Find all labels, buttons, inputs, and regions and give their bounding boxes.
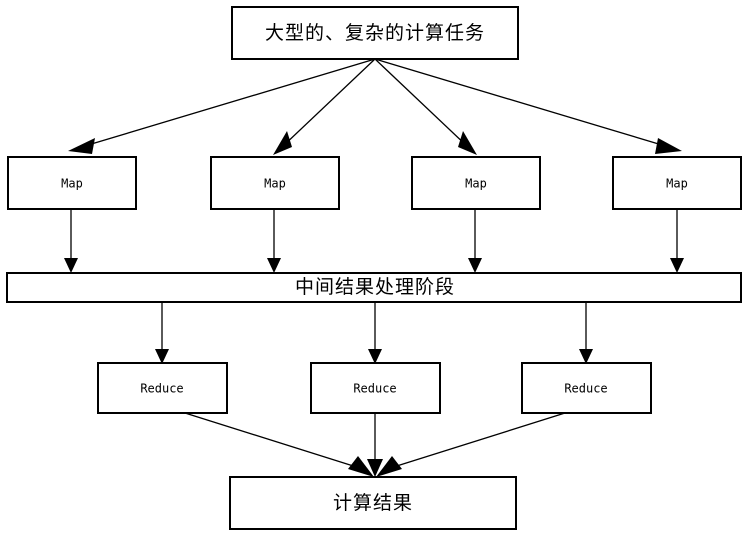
- map-node-3[interactable]: Map: [411, 156, 541, 210]
- input-task-node[interactable]: 大型的、复杂的计算任务: [231, 6, 519, 60]
- edge-task-to-map-1: [68, 58, 376, 154]
- arrow-head-icon: [64, 258, 78, 273]
- shuffle-stage-node[interactable]: 中间结果处理阶段: [6, 272, 742, 303]
- edges-reduces-to-result: [184, 412, 566, 477]
- reduce-node-3[interactable]: Reduce: [521, 362, 652, 414]
- edge-shuffle-to-reduce-3: [579, 302, 593, 364]
- edge-shuffle-to-reduce-1: [155, 302, 169, 364]
- map-box-1[interactable]: [7, 156, 137, 210]
- edge-map-3-to-shuffle: [468, 210, 482, 273]
- arrow-head-icon: [670, 258, 684, 273]
- arrow-head-icon: [68, 138, 95, 154]
- map-node-4[interactable]: Map: [612, 156, 742, 210]
- arrow-head-icon: [468, 258, 482, 273]
- map-box-4[interactable]: [612, 156, 742, 210]
- map-node-1[interactable]: Map: [7, 156, 137, 210]
- output-result-node[interactable]: 计算结果: [229, 476, 517, 530]
- edge-reduce-1-to-result: [184, 412, 374, 477]
- arrow-head-icon: [367, 459, 383, 477]
- edges-shuffle-to-reduces: [155, 302, 593, 364]
- edge-task-to-map-3: [374, 58, 477, 155]
- edge-map-2-to-shuffle: [267, 210, 281, 273]
- arrow-head-icon: [458, 131, 477, 155]
- edge-task-to-map-4: [374, 58, 682, 154]
- map-stage-group: Map Map Map Map: [7, 156, 742, 210]
- reduce-stage-group: Reduce Reduce Reduce: [97, 362, 652, 414]
- map-box-3[interactable]: [411, 156, 541, 210]
- map-label-2: Map: [264, 177, 286, 191]
- map-label-4: Map: [666, 177, 688, 191]
- edge-map-4-to-shuffle: [670, 210, 684, 273]
- reduce-label-2: Reduce: [353, 382, 396, 396]
- arrow-head-icon: [376, 456, 402, 477]
- reduce-label-1: Reduce: [140, 382, 183, 396]
- map-label-3: Map: [465, 177, 487, 191]
- output-result-label: 计算结果: [333, 492, 413, 514]
- edge-task-to-map-2: [273, 58, 376, 155]
- edge-reduce-3-to-result: [376, 412, 566, 477]
- edges-maps-to-shuffle: [64, 210, 684, 273]
- input-task-box[interactable]: [231, 6, 519, 60]
- shuffle-stage-box[interactable]: [6, 272, 742, 303]
- map-box-2[interactable]: [210, 156, 340, 210]
- reduce-box-1[interactable]: [97, 362, 228, 414]
- map-node-2[interactable]: Map: [210, 156, 340, 210]
- arrow-head-icon: [155, 349, 169, 364]
- output-result-box[interactable]: [229, 476, 517, 530]
- reduce-label-3: Reduce: [564, 382, 607, 396]
- input-task-label: 大型的、复杂的计算任务: [265, 22, 485, 44]
- arrow-head-icon: [267, 258, 281, 273]
- edges-task-to-maps: [68, 58, 682, 155]
- reduce-node-1[interactable]: Reduce: [97, 362, 228, 414]
- edge-reduce-2-to-result: [367, 413, 383, 477]
- edge-map-1-to-shuffle: [64, 210, 78, 273]
- reduce-box-2[interactable]: [310, 362, 441, 414]
- arrow-head-icon: [655, 138, 682, 154]
- shuffle-stage-label: 中间结果处理阶段: [295, 276, 455, 298]
- arrow-head-icon: [273, 131, 292, 155]
- edge-shuffle-to-reduce-2: [368, 302, 382, 364]
- arrow-head-icon: [348, 456, 374, 477]
- map-label-1: Map: [61, 177, 83, 191]
- reduce-node-2[interactable]: Reduce: [310, 362, 441, 414]
- reduce-box-3[interactable]: [521, 362, 652, 414]
- arrow-head-icon: [368, 349, 382, 364]
- arrow-head-icon: [579, 349, 593, 364]
